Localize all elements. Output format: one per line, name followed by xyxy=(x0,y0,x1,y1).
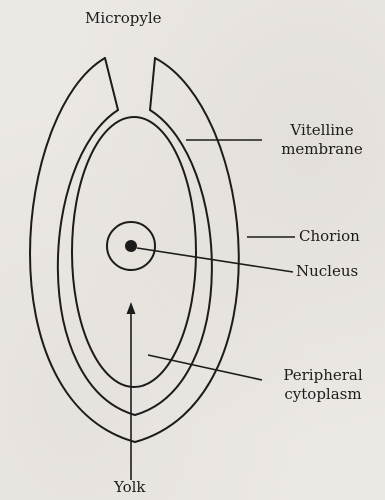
micropyle-left-wall xyxy=(105,58,118,110)
label-micropyle: Micropyle xyxy=(85,9,162,28)
label-peripheral-line1: Peripheral xyxy=(266,366,380,385)
label-peripheral-line2: cytoplasm xyxy=(266,385,380,404)
label-nucleus: Nucleus xyxy=(296,262,358,281)
label-yolk: Yolk xyxy=(114,478,146,497)
label-vitelline-membrane: Vitelline membrane xyxy=(266,121,378,159)
micropyle-right-wall xyxy=(150,58,155,110)
label-vitelline-line1: Vitelline xyxy=(266,121,378,140)
leader-nucleus xyxy=(137,248,293,272)
yolk-arrow-head xyxy=(127,302,136,314)
yolk-boundary xyxy=(72,117,196,387)
vitelline-membrane-outline xyxy=(58,110,212,415)
label-chorion: Chorion xyxy=(299,227,360,246)
label-vitelline-line2: membrane xyxy=(266,140,378,159)
label-peripheral-cytoplasm: Peripheral cytoplasm xyxy=(266,366,380,404)
nucleolus-dot xyxy=(125,240,137,252)
